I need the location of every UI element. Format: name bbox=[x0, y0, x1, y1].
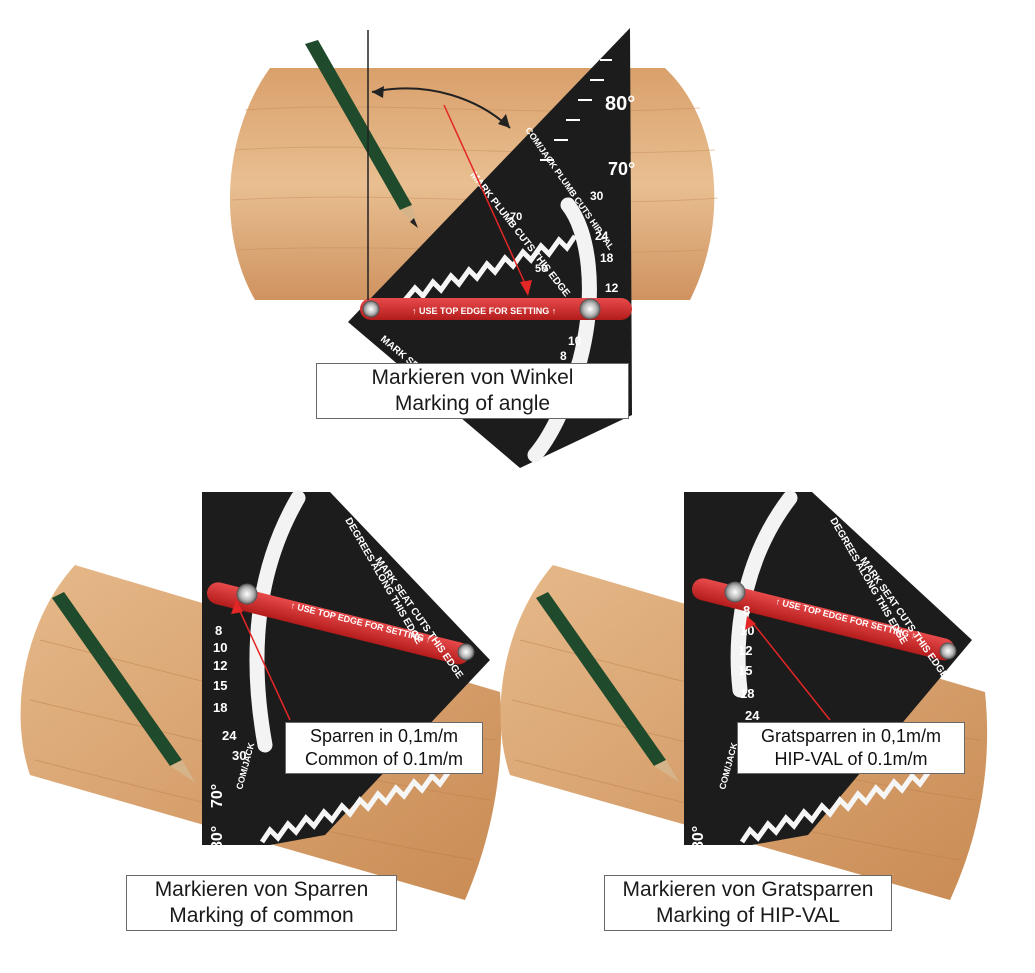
degree-mark: 18 bbox=[740, 686, 754, 701]
degree-mark: 8 bbox=[743, 603, 750, 618]
pivot-screw bbox=[457, 643, 475, 661]
caption-de: Markieren von Gratsparren bbox=[622, 878, 874, 901]
degree-mark: 80° bbox=[605, 93, 635, 115]
caption-hip-val: Markieren von Gratsparren Marking of HIP… bbox=[604, 875, 892, 931]
arrowhead-icon bbox=[498, 114, 510, 128]
arrowhead-icon bbox=[231, 600, 243, 614]
degree-mark: 18 bbox=[213, 700, 227, 715]
angle-arc-arrow bbox=[371, 87, 511, 129]
degree-mark: 24 bbox=[222, 728, 237, 743]
lock-knob bbox=[579, 298, 601, 320]
setting-pointer bbox=[207, 582, 470, 665]
arrowhead-icon bbox=[372, 86, 384, 98]
lock-knob bbox=[724, 581, 746, 603]
panel-hip-val: ↑ USE TOP EDGE FOR SETTING ↑ 8 10 12 15 … bbox=[500, 490, 988, 900]
degree-mark: 24 bbox=[595, 229, 609, 243]
callout-hip-val: Gratsparren in 0,1m/m HIP-VAL of 0.1m/m bbox=[737, 722, 965, 774]
degree-mark: 15 bbox=[213, 678, 227, 693]
arrowhead-icon bbox=[745, 616, 756, 630]
reading-arrow bbox=[751, 621, 831, 721]
pointer-label: ↑ USE TOP EDGE FOR SETTING ↑ bbox=[412, 306, 556, 316]
degree-mark: 80° bbox=[209, 826, 226, 850]
degree-mark: 12 bbox=[605, 281, 619, 295]
degree-mark: 8 bbox=[215, 623, 222, 638]
panel-common: ↑ USE TOP EDGE FOR SETTING ↑ 8 10 12 15 … bbox=[20, 490, 502, 900]
rafter-square bbox=[348, 28, 632, 468]
square-teeth bbox=[259, 768, 453, 844]
callout-de: Gratsparren in 0,1m/m bbox=[760, 726, 942, 746]
degree-mark: 24 bbox=[745, 708, 760, 723]
square-rule-ticks bbox=[540, 59, 612, 161]
reading-arrow bbox=[237, 606, 291, 721]
reading-arrow bbox=[443, 104, 529, 291]
pivot-screw bbox=[362, 300, 380, 318]
degree-mark: 80° bbox=[690, 826, 707, 850]
callout-de: Sparren in 0,1m/m bbox=[309, 726, 459, 746]
setting-pointer bbox=[360, 298, 632, 320]
degree-mark: 12 bbox=[738, 643, 752, 658]
caption-common: Markieren von Sparren Marking of common bbox=[126, 875, 397, 931]
degree-mark: 10 bbox=[568, 334, 582, 348]
caption-angle: Markieren von Winkel Marking of angle bbox=[316, 363, 629, 419]
pencil bbox=[536, 592, 679, 782]
caption-en: Marking of angle bbox=[394, 392, 551, 415]
degree-mark: 50 bbox=[535, 263, 547, 275]
callout-common: Sparren in 0,1m/m Common of 0.1m/m bbox=[285, 722, 483, 774]
degree-mark: 12 bbox=[213, 658, 227, 673]
square-teeth bbox=[739, 768, 933, 844]
degree-mark: 70° bbox=[209, 784, 226, 808]
degree-mark: 70 bbox=[510, 211, 522, 223]
setting-pointer bbox=[692, 578, 955, 661]
degree-mark: 10 bbox=[213, 640, 227, 655]
pencil bbox=[52, 592, 195, 782]
square-slot bbox=[527, 197, 597, 463]
degree-mark: 8 bbox=[560, 349, 567, 363]
arrowhead-icon bbox=[520, 280, 532, 296]
callout-en: Common of 0.1m/m bbox=[304, 749, 464, 769]
square-slot bbox=[730, 490, 798, 698]
pencil bbox=[305, 40, 418, 228]
square-teeth bbox=[403, 234, 578, 302]
pivot-screw bbox=[939, 642, 957, 660]
callout-en: HIP-VAL of 0.1m/m bbox=[774, 749, 928, 769]
caption-de: Markieren von Winkel bbox=[371, 366, 574, 389]
degree-mark: 30 bbox=[590, 189, 604, 203]
degree-mark: 70° bbox=[608, 159, 635, 179]
degree-mark: 15 bbox=[738, 663, 752, 678]
caption-en: Marking of HIP-VAL bbox=[655, 904, 840, 927]
lock-knob bbox=[236, 583, 258, 605]
rafter-square bbox=[202, 492, 490, 845]
caption-de: Markieren von Sparren bbox=[154, 878, 369, 901]
degree-mark: 30 bbox=[232, 748, 246, 763]
caption-en: Marking of common bbox=[169, 904, 354, 927]
degree-mark: 18 bbox=[600, 251, 614, 265]
